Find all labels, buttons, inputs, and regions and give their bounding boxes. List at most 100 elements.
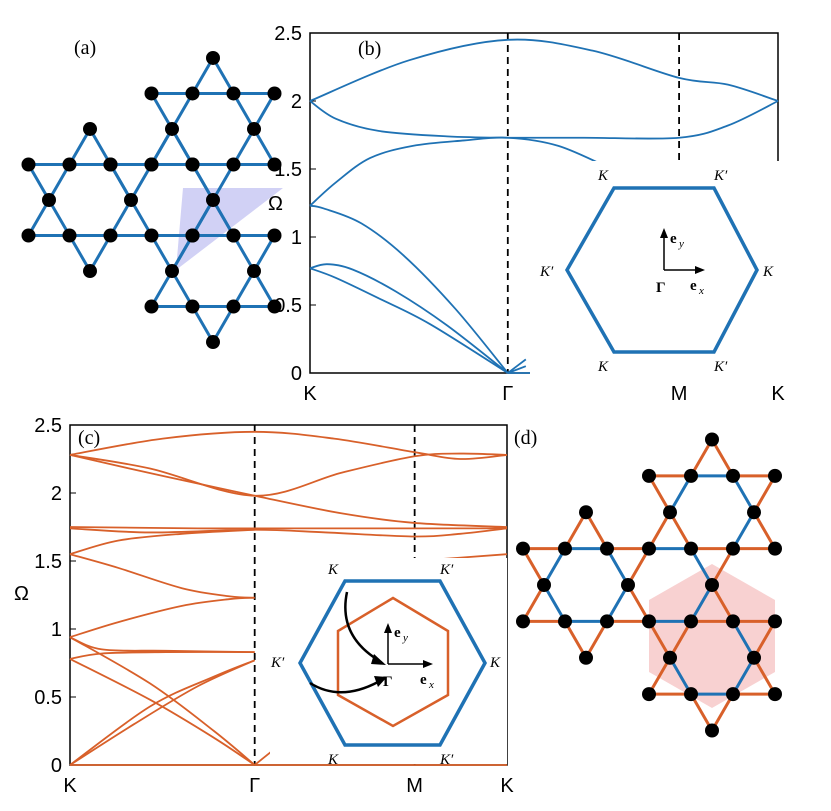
y-tick-label: 0 [51,755,62,777]
lattice-site [768,614,782,629]
lattice-site [206,193,220,207]
lattice-site [83,264,97,279]
inset-c-brillouin-zones: K K′ K′ K K K′ e y e x Γ [270,558,507,768]
band-line [254,750,273,766]
lattice-site [705,432,719,447]
inset-b-corner-label: K′ [713,359,728,375]
lattice-site [267,157,282,172]
panel-label-c: (c) [78,427,100,449]
lattice-bond [584,619,609,660]
lattice-bond [647,656,672,696]
lattice-bond [647,510,672,551]
lattice-bond [626,547,651,587]
band-line [309,136,612,207]
y-tick-label: 1 [51,619,62,641]
x-tick-label: M [406,775,423,797]
x-tick-label: Γ [502,383,513,405]
lattice-bond [605,547,630,587]
lattice-bond [731,656,756,696]
ex-sub-c: x [428,679,434,691]
band-line [69,658,256,766]
ex-arrowhead-c [423,660,433,668]
inset-b-corner-label: K [597,168,609,184]
series-c [69,430,508,766]
inset-c-corner-label: K [489,655,501,671]
inset-c-corner-label: K′ [439,752,454,768]
lattice-site [144,86,159,101]
ey-arrowhead-b [660,228,668,238]
lattice-bond [521,583,546,623]
ylabel-c: Ω [14,583,29,605]
ey-sub-c: y [402,632,408,644]
x-tick-label: M [671,383,688,405]
band-line [69,454,508,528]
ex-sub-b: x [698,285,704,297]
gamma-label-b: Γ [656,280,666,296]
lattice-site [144,228,159,243]
ey-label-c: e [394,625,401,641]
panel-label-b: (b) [358,38,381,60]
lattice-site [206,335,220,350]
lattice-site [642,541,656,556]
lattice-bond [752,510,777,551]
band-line [69,528,255,556]
lattice-bond [521,547,546,587]
lattice-site [642,468,656,483]
lattice-site [21,157,36,172]
lattice-site [684,687,698,702]
gamma-label-c: Γ [383,674,393,690]
lattice-site [226,86,241,101]
band-line [69,659,256,766]
lattice-site [558,541,572,556]
lattice-site [185,86,200,101]
curved-arrowhead-top-c [371,654,386,665]
lattice-site [600,541,614,556]
band-line [69,659,256,766]
curved-arrow-top-c [344,591,379,662]
lattice-site [144,157,159,172]
lattice-site [684,614,698,629]
inset-b-corner-label: K [762,264,774,280]
lattice-site [705,578,719,592]
band-line [69,526,507,530]
y-tick-label: 1.5 [34,551,62,573]
lattice-bond [584,510,609,551]
x-tick-label: K [500,775,514,797]
lattice-bond [689,583,714,623]
lattice-bond [542,547,567,587]
hexagon-b [564,186,759,354]
lattice-site [83,121,97,136]
band-line [69,553,255,599]
panel-d-lattice: (d) [514,427,782,738]
lattice-site [165,264,179,279]
lattice-bond [647,619,672,660]
lattice-bond [752,656,777,696]
inset-c-corner-label: K′ [439,562,454,578]
x-tick-label: K [771,383,785,405]
lattice-site [267,299,282,314]
band-line [69,636,255,654]
ex-arrowhead-b [695,266,705,274]
lattice-site [537,578,551,592]
lattice-site [684,541,698,556]
lattice-site [185,157,200,172]
inset-b-background [530,161,780,377]
lattice-bond [752,619,777,660]
inset-b-corner-label: K′ [713,168,728,184]
lattice-sites-d [516,432,782,738]
lattice-site [600,614,614,629]
lattice-site [621,578,635,592]
lattice-site [579,650,593,665]
panel-label-d: (d) [514,427,537,449]
inset-c-corner-label: K′ [270,655,285,671]
band-line [309,267,509,374]
lattice-site [642,614,656,629]
lattice-sites-a [21,50,282,350]
lattice-site [558,614,572,629]
curved-arrowhead-bottom-c [374,676,387,687]
y-tick-label: 2.5 [274,23,302,45]
lattice-site [726,687,740,702]
lattice-site [206,50,220,65]
